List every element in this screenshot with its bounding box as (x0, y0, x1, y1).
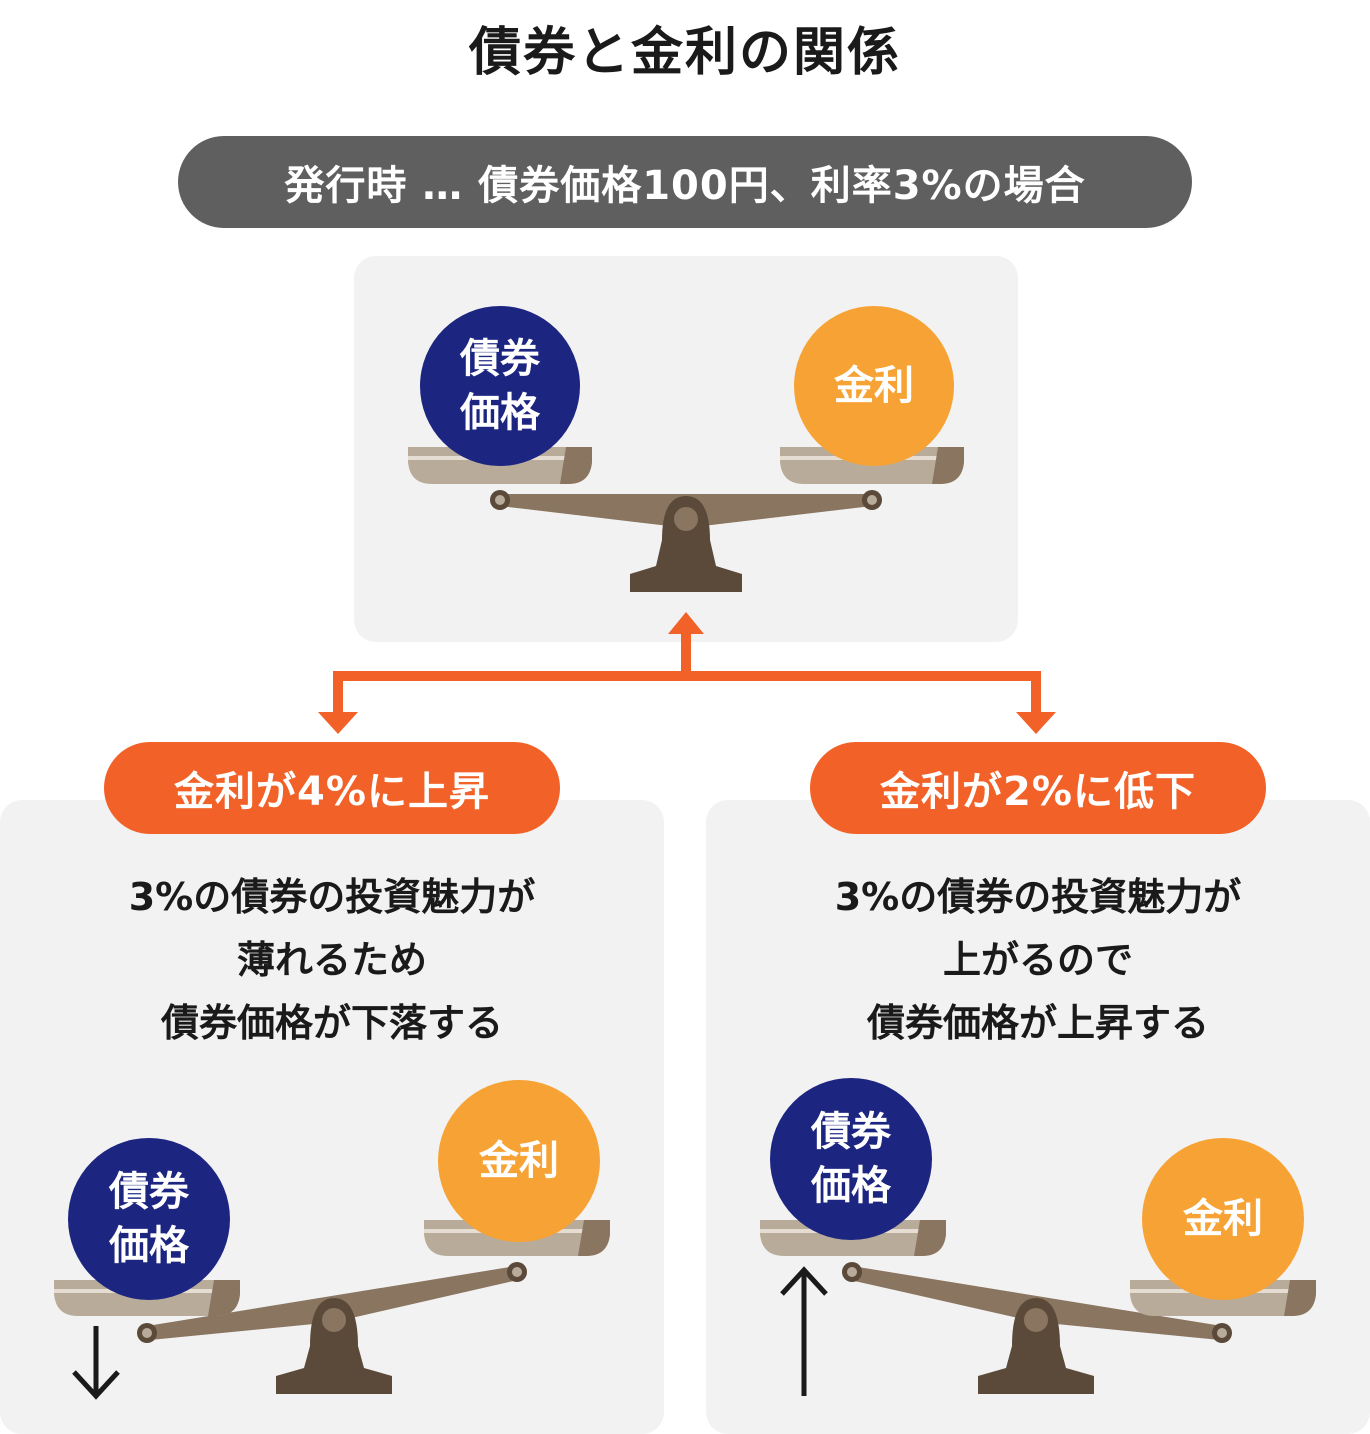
interest-rate-ball: 金利 (794, 306, 954, 466)
rate-ball-label: 金利 (1183, 1196, 1263, 1242)
fall-explanation: 3%の債券の投資魅力が 上がるので 債券価格が上昇する (706, 866, 1370, 1055)
interest-rate-ball-rise: 金利 (438, 1080, 600, 1242)
fall-explanation-line: 債券価格が上昇する (866, 1001, 1209, 1045)
rise-explanation-line: 債券価格が下落する (160, 1001, 503, 1045)
bond-price-ball-rise: 債券 価格 (68, 1138, 230, 1300)
scenario-rate-rise-label: 金利が4%に上昇 (104, 742, 560, 834)
branch-arrows (318, 612, 1056, 734)
issue-condition-label: 発行時 … 債券価格100円、利率3%の場合 (178, 136, 1192, 228)
balance-scale-rise (54, 1220, 610, 1400)
scenario-rate-fall-label: 金利が2%に低下 (810, 742, 1266, 834)
bond-ball-line2: 価格 (460, 390, 540, 436)
bond-price-ball-fall: 債券 価格 (770, 1078, 932, 1240)
rise-explanation-line: 3%の債券の投資魅力が (128, 875, 536, 919)
interest-rate-ball-fall: 金利 (1142, 1138, 1304, 1300)
bond-ball-line1: 債券 (109, 1169, 189, 1215)
bond-ball-line2: 価格 (811, 1163, 891, 1209)
bond-ball-line1: 債券 (811, 1109, 891, 1155)
rise-explanation: 3%の債券の投資魅力が 薄れるため 債券価格が下落する (0, 866, 664, 1055)
fall-explanation-line: 3%の債券の投資魅力が (834, 875, 1242, 919)
page-title: 債券と金利の関係 (468, 23, 901, 83)
rise-explanation-line: 薄れるため (236, 938, 427, 982)
fall-explanation-line: 上がるので (942, 938, 1133, 982)
bond-ball-line1: 債券 (460, 336, 540, 382)
balance-scale-top (408, 447, 964, 592)
rate-ball-label: 金利 (479, 1138, 559, 1184)
bond-price-ball: 債券 価格 (420, 306, 580, 466)
rate-ball-label: 金利 (834, 363, 914, 409)
bond-ball-line2: 価格 (109, 1223, 189, 1269)
